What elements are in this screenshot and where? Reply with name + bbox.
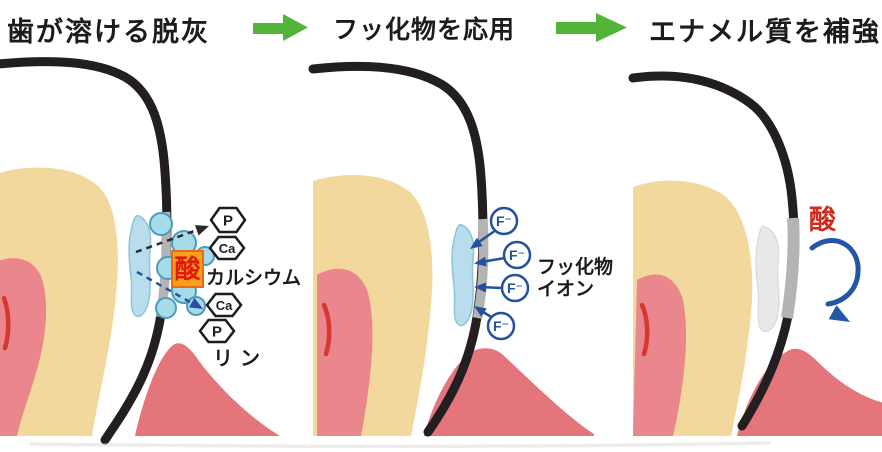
restored-enamel-patch (755, 225, 780, 333)
fluoride-ion-circle (500, 273, 530, 303)
fluoride-ion-circle (489, 206, 519, 236)
enamel-outline (628, 71, 799, 431)
enamel-outline (308, 61, 488, 437)
fluoride-ion-label-line2: イオン (537, 279, 595, 300)
gum-shape (135, 343, 280, 436)
step-arrow-icon (556, 13, 627, 42)
pulp-shape (317, 268, 373, 436)
panel1-title: 歯が溶ける脱灰 (7, 17, 210, 47)
phosphorus-hexagon-icon (198, 318, 236, 344)
panel2-art: F⁻ F⁻ F⁻ F⁻ (308, 61, 594, 437)
fluoride-ion-circle (486, 311, 516, 341)
fluoride-symbol-label: F⁻ (496, 213, 512, 229)
weakened-enamel-segment (472, 218, 489, 319)
fluoride-symbol-label: F⁻ (493, 318, 509, 334)
dissolving-arrow-down (136, 270, 203, 309)
acid-label: 酸 (809, 205, 836, 235)
phosphorus-symbol-label: P (212, 324, 222, 341)
pulp-vessel-line (321, 302, 332, 357)
calcium-hexagon-icon (205, 292, 243, 318)
panel2-title: フッ化物を応用 (333, 16, 516, 44)
fluoride-ion-circle (502, 240, 532, 270)
pulp-vessel-line (1, 295, 11, 351)
fluoride-symbol-label: F⁻ (509, 247, 525, 263)
phosphorus-hexagon-icon (209, 206, 247, 234)
step-arrow-icon (253, 14, 308, 41)
pulp-vessel-line (639, 302, 650, 357)
mineral-bubble (149, 212, 173, 236)
bottom-smudge (29, 441, 771, 449)
fluoride-ion-label-line1: フッ化物 (537, 257, 614, 278)
panel1-art: P Ca Ca P (0, 57, 280, 445)
calcium-symbol-label: Ca (216, 298, 233, 313)
phosphorus-label: リン (213, 348, 267, 370)
acid-badge: 酸 (171, 250, 204, 288)
demineralized-patch (451, 223, 475, 327)
hexagon-symbols (198, 206, 247, 344)
acid-deflect-arrow (809, 238, 861, 322)
fluoride-arrowheads (470, 237, 487, 317)
calcium-hexagon-icon (208, 235, 246, 261)
panel3-title: エナメル質を補強 (649, 17, 881, 47)
fluoride-ion-circles (486, 206, 532, 341)
panel3-art (628, 71, 882, 436)
pulp-shape (0, 258, 47, 436)
demineralized-patch (128, 214, 152, 318)
calcium-label: カルシウム (206, 268, 302, 289)
calcium-symbol-label: Ca (219, 241, 236, 256)
mineral-bubble (155, 297, 177, 319)
enamel-outline (0, 57, 172, 445)
fluoride-ion-label: フッ化物 イオン (537, 257, 613, 301)
phosphorus-symbol-label: P (223, 213, 233, 230)
dissolving-arrow-up (135, 225, 209, 254)
fluoride-symbol-label: F⁻ (507, 280, 523, 296)
reinforced-enamel-segment (781, 217, 800, 319)
